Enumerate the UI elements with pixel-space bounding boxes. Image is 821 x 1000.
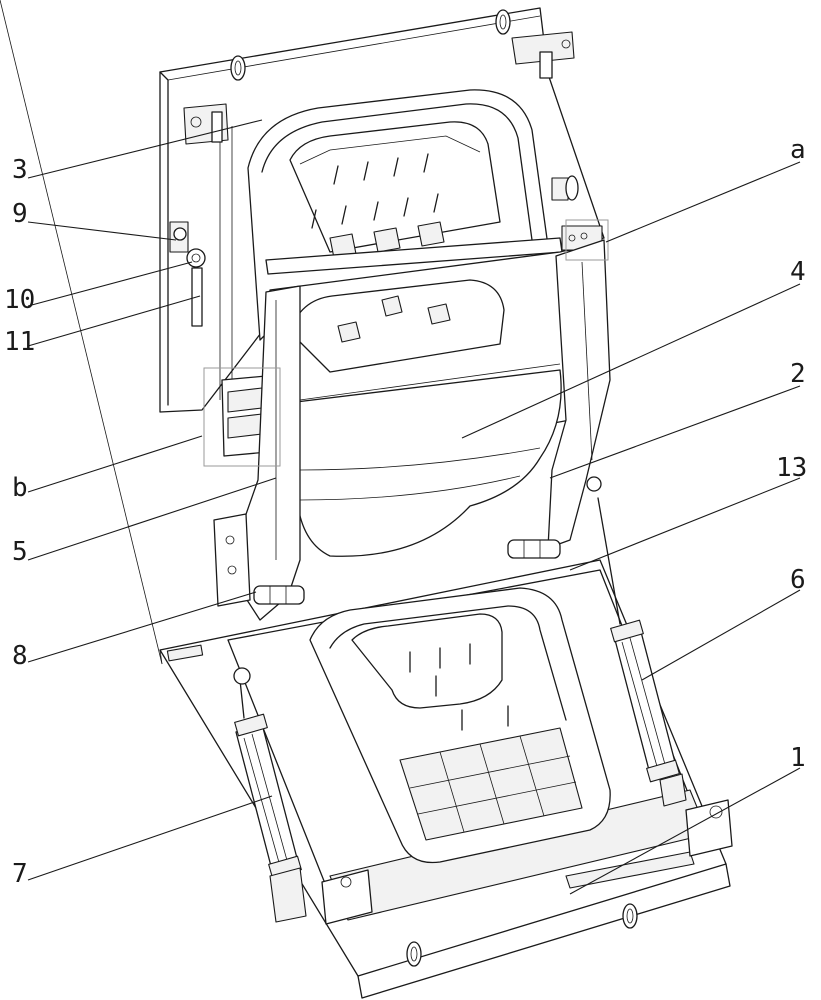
label-6: 6 xyxy=(790,565,806,595)
lifting-eye-bottom-right xyxy=(622,903,638,929)
vent-box xyxy=(221,375,269,457)
reference-labels: 3 9 10 11 a 4 2 13 b 5 8 6 1 7 xyxy=(4,135,807,889)
bracket-top-left xyxy=(183,103,229,145)
label-7: 7 xyxy=(12,859,28,889)
grid-block xyxy=(399,727,583,841)
leader-7 xyxy=(27,795,273,881)
side-arm-left xyxy=(233,285,301,621)
leader-10 xyxy=(27,261,193,307)
shaft-right xyxy=(507,539,561,559)
label-9: 9 xyxy=(12,199,28,229)
leader-lines xyxy=(27,119,801,895)
leader-1 xyxy=(569,767,801,895)
leader-2 xyxy=(549,385,801,479)
lifting-eye-top-right xyxy=(495,9,511,35)
leader-6 xyxy=(641,589,801,681)
leader-13 xyxy=(569,477,801,571)
side-arm-right xyxy=(547,239,611,549)
upper-pins xyxy=(311,153,439,229)
backrest-shell xyxy=(295,369,562,557)
leader-8 xyxy=(27,591,257,663)
callout-box-b xyxy=(203,367,281,467)
leader-9 xyxy=(27,221,177,241)
hinge-left xyxy=(213,513,251,607)
leader-11 xyxy=(27,295,201,347)
label-a: a xyxy=(790,135,806,165)
label-3: 3 xyxy=(12,155,28,185)
label-5: 5 xyxy=(12,537,28,567)
leader-b xyxy=(27,435,203,493)
label-b: b xyxy=(12,473,28,503)
lower-cavity xyxy=(309,587,611,864)
label-10: 10 xyxy=(4,285,35,315)
label-8: 8 xyxy=(12,641,28,671)
bracket-top-right xyxy=(511,31,575,79)
lower-blocks xyxy=(337,295,451,343)
upper-cavity xyxy=(247,89,549,341)
leader-3 xyxy=(27,119,263,179)
label-1: 1 xyxy=(790,743,806,773)
lifting-eye-bottom-left xyxy=(406,941,422,967)
label-2: 2 xyxy=(790,359,806,389)
label-11: 11 xyxy=(4,327,35,357)
lower-pins xyxy=(409,643,509,731)
label-13: 13 xyxy=(776,453,807,483)
label-4: 4 xyxy=(790,257,806,287)
leader-a xyxy=(605,161,801,243)
cylinder-left xyxy=(233,667,307,923)
base-block-left xyxy=(321,869,373,925)
lifting-eye-top-left xyxy=(230,55,246,81)
knob-right xyxy=(551,175,579,201)
base-block-right xyxy=(685,799,733,857)
leader-4 xyxy=(461,283,801,439)
shaft-left xyxy=(253,585,305,605)
leader-5 xyxy=(27,477,277,561)
cylinder-right xyxy=(586,476,687,807)
callout-box-a xyxy=(565,219,609,261)
